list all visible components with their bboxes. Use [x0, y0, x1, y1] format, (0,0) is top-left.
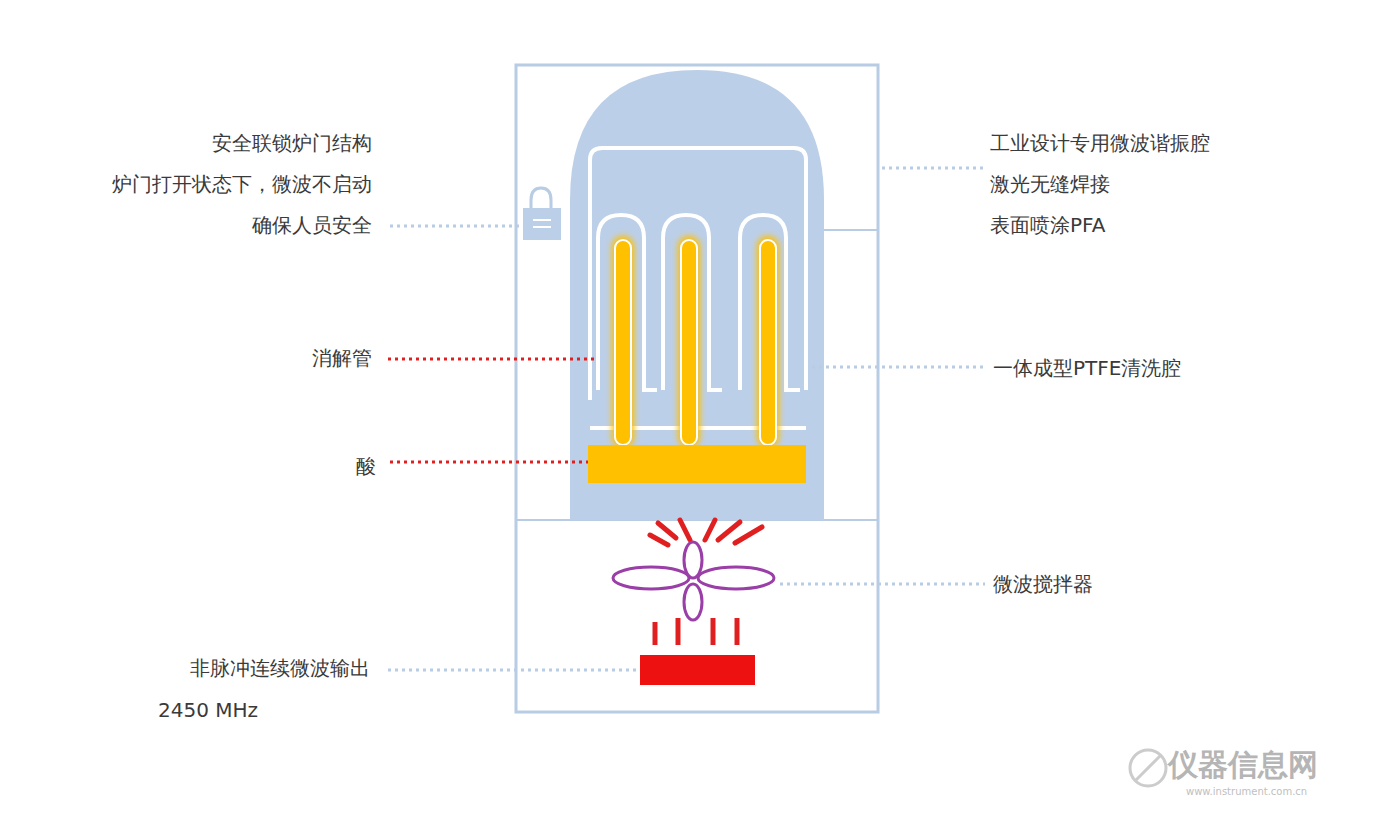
callout-text: 工业设计专用微波谐振腔 — [990, 131, 1210, 155]
frequency-label: 2450 MHz — [158, 698, 258, 722]
part-label: 消解管 — [312, 346, 372, 370]
callout-text: 安全联锁炉门结构 — [212, 131, 372, 155]
part-label: 微波搅拌器 — [993, 572, 1093, 596]
part-label: 非脉冲连续微波输出 — [190, 656, 370, 680]
part-label: 酸 — [356, 454, 376, 478]
part-label: 一体成型PTFE清洗腔 — [993, 356, 1181, 380]
watermark-url: www.instrument.com.cn — [1186, 786, 1307, 798]
callout-text: 表面喷涂PFA — [990, 213, 1105, 237]
watermark: 仪器信息网 — [1168, 748, 1318, 782]
callout-text: 激光无缝焊接 — [990, 172, 1110, 196]
callout-text: 炉门打开状态下，微波不启动 — [112, 172, 372, 196]
callout-text: 确保人员安全 — [252, 213, 372, 237]
